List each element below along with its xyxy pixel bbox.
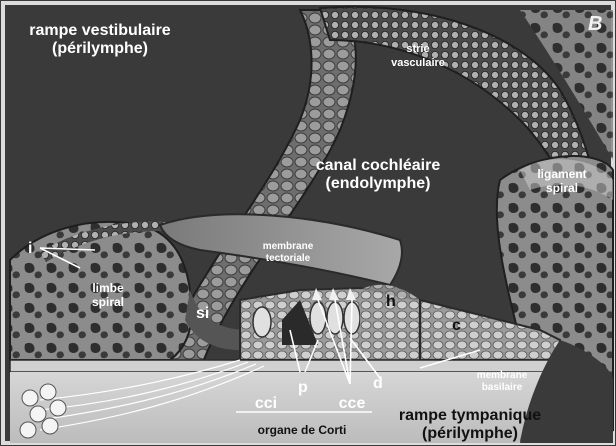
label-d: d	[373, 375, 383, 392]
label-si: si	[196, 305, 209, 322]
label-strie-2: vasculaire	[391, 57, 445, 69]
label-limbe-1: limbe	[92, 281, 124, 295]
label-rampe-tympanique-1: rampe tympanique	[399, 407, 541, 424]
label-membrane-tectoriale-1: membrane	[263, 241, 314, 252]
label-rampe-vestibulaire-1: rampe vestibulaire	[29, 22, 171, 39]
label-cce: cce	[339, 395, 366, 412]
label-limbe-2: spiral	[92, 295, 124, 309]
label-ligament-2: spiral	[546, 181, 578, 195]
label-rampe-tympanique-2: (périlymphe)	[422, 425, 518, 442]
panel-letter: B	[588, 13, 602, 35]
label-membrane-basilaire-1: membrane	[477, 370, 528, 381]
label-membrane-basilaire-2: basilaire	[482, 382, 523, 393]
label-ligament-1: ligament	[537, 167, 586, 181]
label-rampe-vestibulaire-2: (périlymphe)	[52, 40, 148, 57]
label-membrane-tectoriale-2: tectoriale	[266, 253, 311, 264]
label-cci: cci	[255, 395, 277, 412]
label-p: p	[298, 379, 308, 396]
label-i: i	[28, 240, 32, 257]
label-strie-1: strie	[406, 43, 429, 55]
label-c: c	[452, 317, 461, 334]
label-h: h	[386, 293, 396, 310]
label-canal-cochleaire-2: (endolymphe)	[326, 175, 431, 192]
label-canal-cochleaire-1: canal cochléaire	[316, 157, 441, 174]
label-organe-de-corti: organe de Corti	[258, 423, 347, 437]
